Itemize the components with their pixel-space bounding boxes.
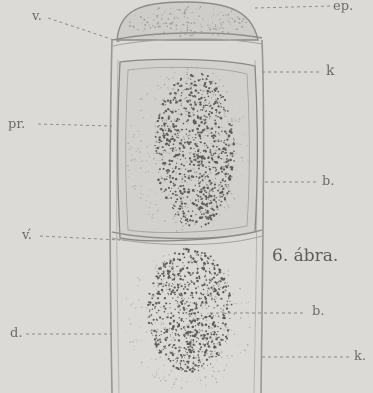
label-pr: pr. <box>8 118 25 131</box>
label-v-top: v. <box>32 10 42 23</box>
label-k-bottom: k. <box>354 350 366 363</box>
figure-caption: 6. ábra. <box>272 246 338 266</box>
label-d: d. <box>10 327 22 340</box>
label-b-mid: b. <box>322 175 334 188</box>
label-ep: ep. <box>333 0 353 13</box>
label-v-prime: v.́ <box>22 229 32 242</box>
label-k-top: k <box>326 64 334 78</box>
label-b-lower: b. <box>312 305 324 318</box>
